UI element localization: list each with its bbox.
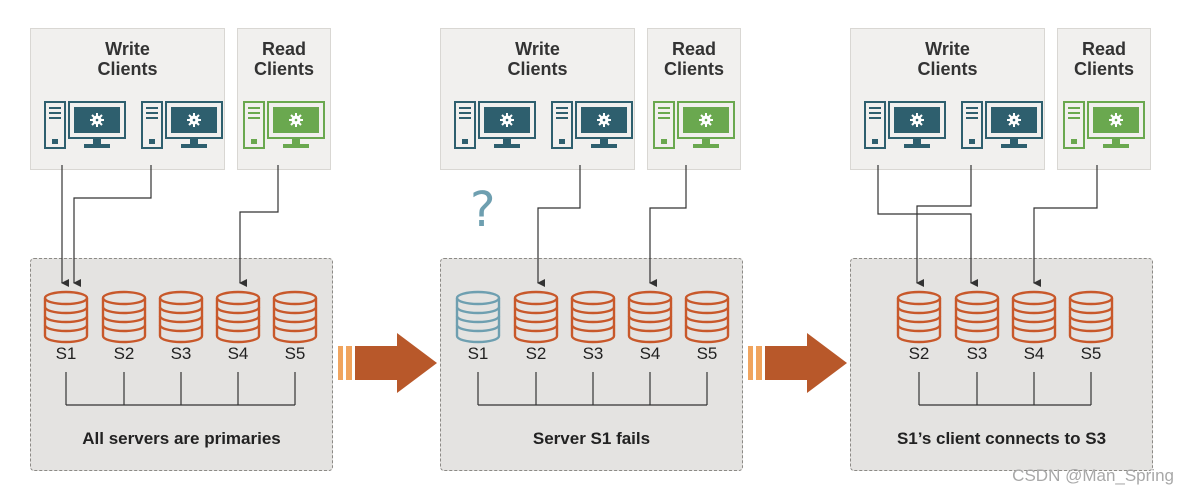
server-label: S4 [227,344,249,363]
write-client-computer-icon [551,101,633,156]
write-client-computer-icon [141,101,223,156]
database-server-icon [569,290,617,349]
read-clients-title: Read Clients [253,39,314,79]
database-server-icon [454,290,502,349]
write-clients-title: Write Clients [507,39,568,79]
transition-arrow-1 [338,333,437,393]
server-bus-3 [918,372,1092,406]
database-server-icon [1067,290,1115,349]
transition-arrow-2 [748,333,847,393]
server-label: S5 [284,344,306,363]
server-label: S4 [1023,344,1045,363]
server-label: S3 [170,344,192,363]
write-client-3b-link [916,165,972,287]
server-label: S3 [582,344,604,363]
server-label: S2 [113,344,135,363]
server-bus-1 [65,372,296,406]
read-client-2-link [649,165,687,287]
watermark: CSDN @Man_Spring [1012,466,1174,485]
read-clients-box-3: Read Clients [1057,28,1151,170]
read-clients-box-1: Read Clients [237,28,331,170]
write-client-3a-link [877,165,978,287]
database-server-icon [157,290,205,349]
database-server-icon [953,290,1001,349]
read-clients-title: Read Clients [663,39,724,79]
server-label: S2 [525,344,547,363]
read-client-computer-icon [1063,101,1145,156]
write-client-computer-icon [454,101,536,156]
write-client-1b-link [73,165,152,287]
read-client-3-link [1033,165,1098,287]
database-server-icon [271,290,319,349]
write-clients-title: Write Clients [97,39,158,79]
write-clients-title: Write Clients [917,39,978,79]
read-clients-title: Read Clients [1073,39,1134,79]
write-client-2b-link [537,165,581,287]
server-label: S1 [467,344,489,363]
database-server-icon [1010,290,1058,349]
read-client-computer-icon [653,101,735,156]
write-clients-box-3: Write Clients [850,28,1045,170]
server-bus-2 [477,372,708,406]
server-label: S5 [696,344,718,363]
database-server-icon [100,290,148,349]
write-clients-box-1: Write Clients [30,28,225,170]
read-client-computer-icon [243,101,325,156]
server-label: S3 [966,344,988,363]
database-server-icon [626,290,674,349]
server-label: S2 [908,344,930,363]
panel-caption: Server S1 fails [532,429,651,448]
database-server-icon [895,290,943,349]
write-client-computer-icon [864,101,946,156]
read-client-1-link [239,165,279,287]
write-client-computer-icon [961,101,1043,156]
server-label: S1 [55,344,77,363]
database-server-icon [214,290,262,349]
database-server-icon [512,290,560,349]
question-mark-icon: ? [470,182,496,238]
panel-caption: All servers are primaries [82,429,281,448]
server-label: S4 [639,344,661,363]
database-server-icon [683,290,731,349]
write-client-computer-icon [44,101,126,156]
database-server-icon [42,290,90,349]
panel-caption: S1’s client connects to S3 [896,429,1107,448]
server-label: S5 [1080,344,1102,363]
